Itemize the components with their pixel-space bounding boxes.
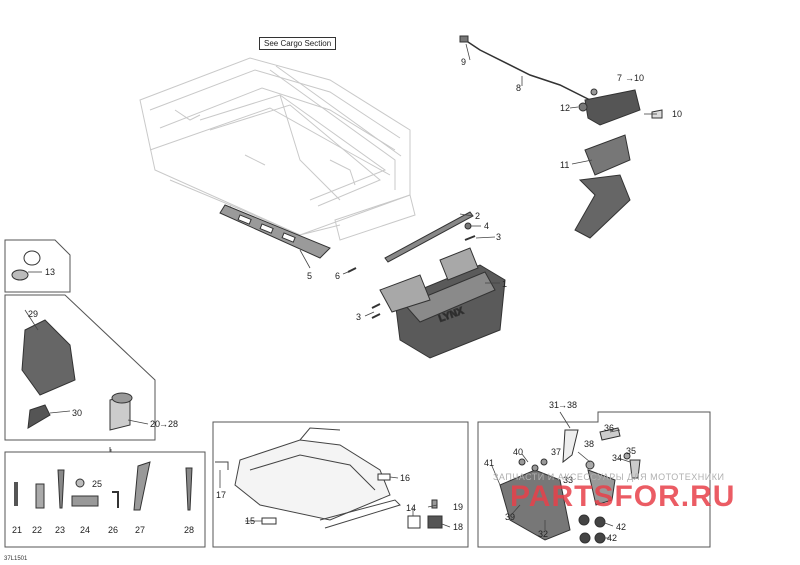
side-panel-part [219, 204, 331, 259]
callout-7-arrow: → [625, 73, 634, 83]
callout-28: 28 [184, 525, 194, 535]
callout-21: 21 [12, 525, 22, 535]
callout-16: 16 [400, 473, 410, 483]
callout-14: 14 [406, 503, 416, 513]
callout-15: 15 [245, 516, 255, 526]
callout-42b: 42 [607, 533, 617, 543]
callout-7-to: 10 [634, 73, 644, 83]
callout-1: 1 [502, 279, 507, 289]
callout-25: 25 [92, 479, 102, 489]
drawing-code: 37L1501 [4, 556, 28, 562]
taillight-assembly [459, 35, 663, 239]
panel-29 [4, 294, 156, 441]
callout-12: 12 [560, 103, 570, 113]
callout-31-to: 38 [567, 400, 577, 410]
callout-5: 5 [307, 271, 312, 281]
callout-39: 39 [505, 512, 515, 522]
callout-10: 10 [672, 109, 682, 119]
callout-6: 6 [335, 271, 340, 281]
callout-38: 38 [584, 439, 594, 449]
callout-11: 11 [560, 160, 569, 170]
cargo-rack-drawing [139, 57, 416, 241]
rear-bumper-part: LYNX [379, 247, 506, 359]
panel-snowmobile [212, 421, 469, 548]
callout-42a: 42 [616, 522, 626, 532]
callout-36: 36 [604, 423, 614, 433]
callout-18: 18 [453, 522, 463, 532]
callout-40: 40 [513, 447, 523, 457]
callout-32: 32 [538, 529, 548, 539]
hardware-small-parts [371, 222, 476, 319]
callout-8: 8 [516, 83, 521, 93]
callout-30: 30 [72, 408, 82, 418]
callout-41: 41 [484, 458, 494, 468]
callout-37: 37 [551, 447, 561, 457]
callout-24: 24 [80, 525, 90, 535]
callout-26: 26 [108, 525, 118, 535]
callout-19: 19 [453, 502, 463, 512]
see-cargo-section-reference: See Cargo Section [259, 37, 337, 50]
callout-20: 20 [150, 419, 160, 429]
panel-hitch [477, 411, 711, 548]
panel-13 [4, 239, 71, 293]
watermark-logo: PARTSFOR.RU [510, 480, 736, 513]
callout-13: 13 [45, 267, 55, 277]
callout-9: 9 [461, 57, 466, 67]
callout-3b: 3 [356, 312, 361, 322]
callout-31-arrow: → [558, 400, 567, 410]
callout-29: 29 [28, 309, 38, 319]
watermark-subtitle: ЗАПЧАСТИ И АКСЕССУАРЫ ДЛЯ МОТОТЕХНИКИ [493, 472, 725, 482]
callout-20-arrow: → [159, 419, 168, 429]
panel-tools [4, 447, 206, 548]
callout-20-to: 28 [168, 419, 178, 429]
callout-27: 27 [135, 525, 145, 535]
callout-34: 34 [612, 453, 622, 463]
callout-2: 2 [475, 211, 480, 221]
callout-22: 22 [32, 525, 42, 535]
callout-23: 23 [55, 525, 65, 535]
callouts: 1 2 3 3 4 5 6 7 → 10 8 9 10 11 12 13 14 … [12, 57, 682, 543]
callout-17: 17 [216, 490, 226, 500]
callout-7: 7 [617, 73, 622, 83]
callout-35: 35 [626, 446, 636, 456]
callout-3a: 3 [496, 232, 501, 242]
callout-31: 31 [549, 400, 559, 410]
callout-33: 33 [563, 475, 573, 485]
leader-lines [24, 43, 657, 539]
callout-4: 4 [484, 221, 489, 231]
